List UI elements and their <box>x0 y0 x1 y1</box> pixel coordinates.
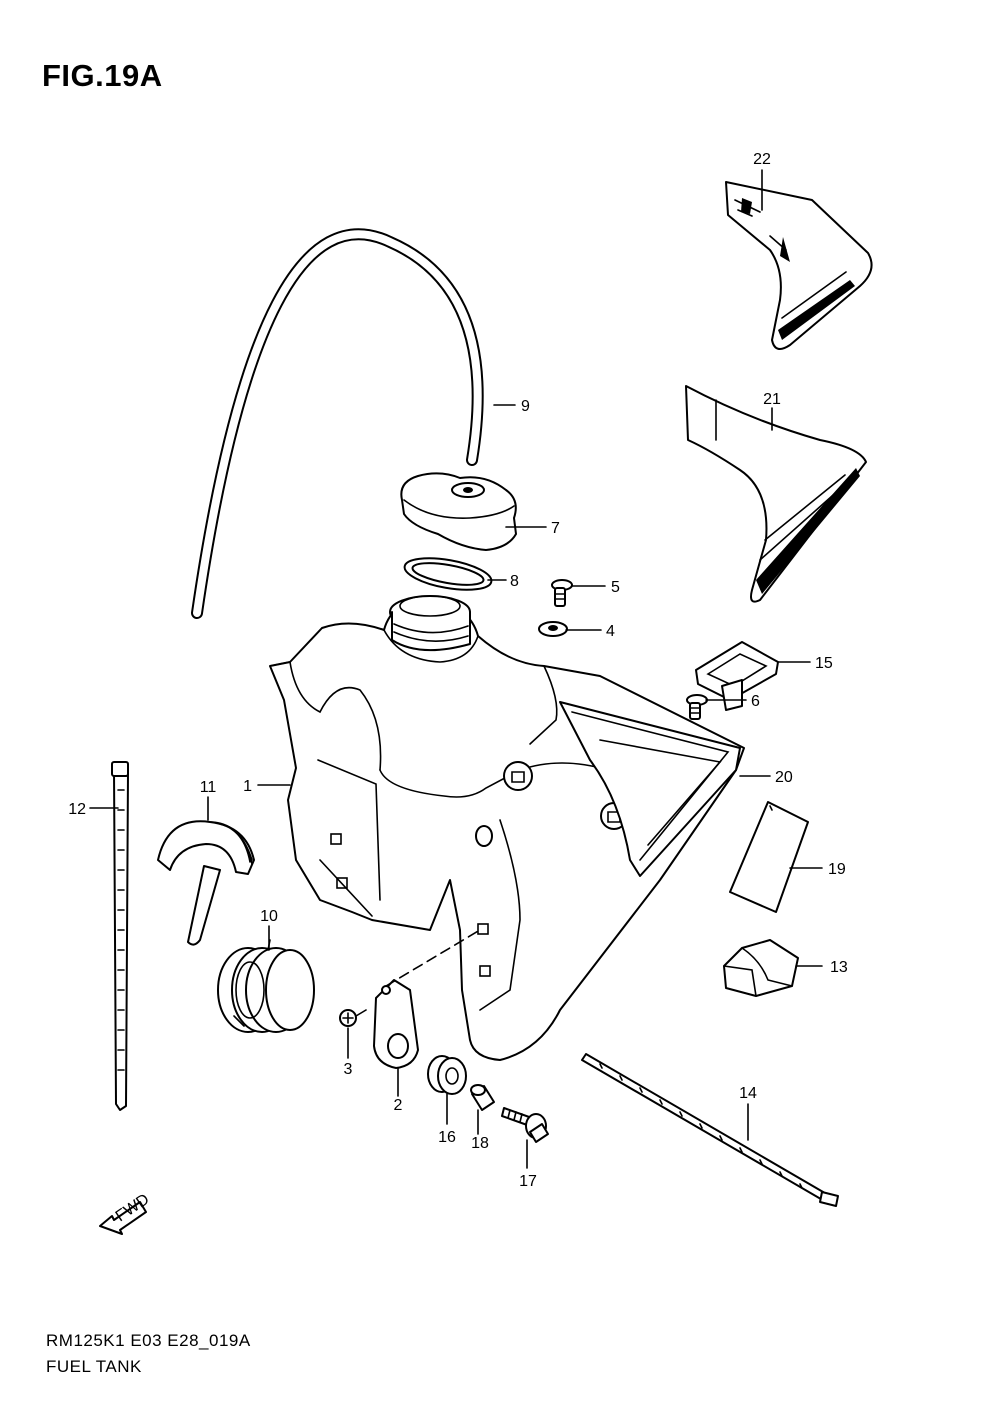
callout-22: 22 <box>753 151 771 168</box>
part-5-screw <box>551 579 573 607</box>
callout-15: 15 <box>815 655 833 672</box>
callout-1: 1 <box>243 778 252 795</box>
part-1-fuel-tank <box>269 595 745 1061</box>
callout-7: 7 <box>551 520 560 537</box>
callout-12: 12 <box>68 801 86 818</box>
part-2-bracket <box>373 979 419 1069</box>
callout-numbers: 22 21 9 7 8 5 4 15 6 20 19 13 1 12 11 10… <box>68 151 848 1190</box>
callout-20: 20 <box>775 769 793 786</box>
figure-code: RM125K1 E03 E28_019A <box>46 1331 251 1350</box>
part-15-strap <box>695 641 779 711</box>
part-21-shroud-decal-lower <box>685 385 867 603</box>
callout-17: 17 <box>519 1173 537 1190</box>
part-14-tie-band <box>581 1053 839 1207</box>
callout-4: 4 <box>606 623 615 640</box>
callout-10: 10 <box>260 908 278 925</box>
callout-19: 19 <box>828 861 846 878</box>
callout-18: 18 <box>471 1135 489 1152</box>
callout-6: 6 <box>751 693 760 710</box>
part-16-damper <box>427 1055 467 1095</box>
part-6-screw <box>686 694 708 720</box>
callout-21: 21 <box>763 391 781 408</box>
callout-9: 9 <box>521 398 530 415</box>
callout-11: 11 <box>200 779 217 796</box>
part-8-cap-gasket <box>403 557 493 591</box>
callout-8: 8 <box>510 573 519 590</box>
part-19-pad <box>729 801 809 913</box>
part-10-spring-clamp <box>217 939 315 1033</box>
part-4-grommet <box>538 621 568 637</box>
callout-16: 16 <box>438 1129 456 1146</box>
callout-2: 2 <box>394 1097 403 1114</box>
leader-lines <box>89 169 823 1169</box>
assembly-line <box>385 929 481 987</box>
part-13-cushion <box>723 939 799 997</box>
figure-name: FUEL TANK <box>46 1357 142 1376</box>
part-17-bolt <box>501 1107 549 1143</box>
callout-13: 13 <box>830 959 848 976</box>
part-3-screw <box>339 1009 367 1027</box>
part-9-breather-hose <box>191 228 484 619</box>
callout-14: 14 <box>739 1085 757 1102</box>
part-11-clip <box>157 820 255 946</box>
callout-5: 5 <box>611 579 620 596</box>
part-12-tie-band <box>111 761 129 1111</box>
part-7-fuel-cap <box>400 472 517 551</box>
part-18-collar <box>470 1084 495 1111</box>
part-22-shroud-decal-upper <box>725 181 873 350</box>
figure-title: FIG.19A <box>42 58 163 93</box>
fwd-arrow-icon: FWD <box>99 1191 152 1235</box>
callout-3: 3 <box>344 1061 353 1078</box>
